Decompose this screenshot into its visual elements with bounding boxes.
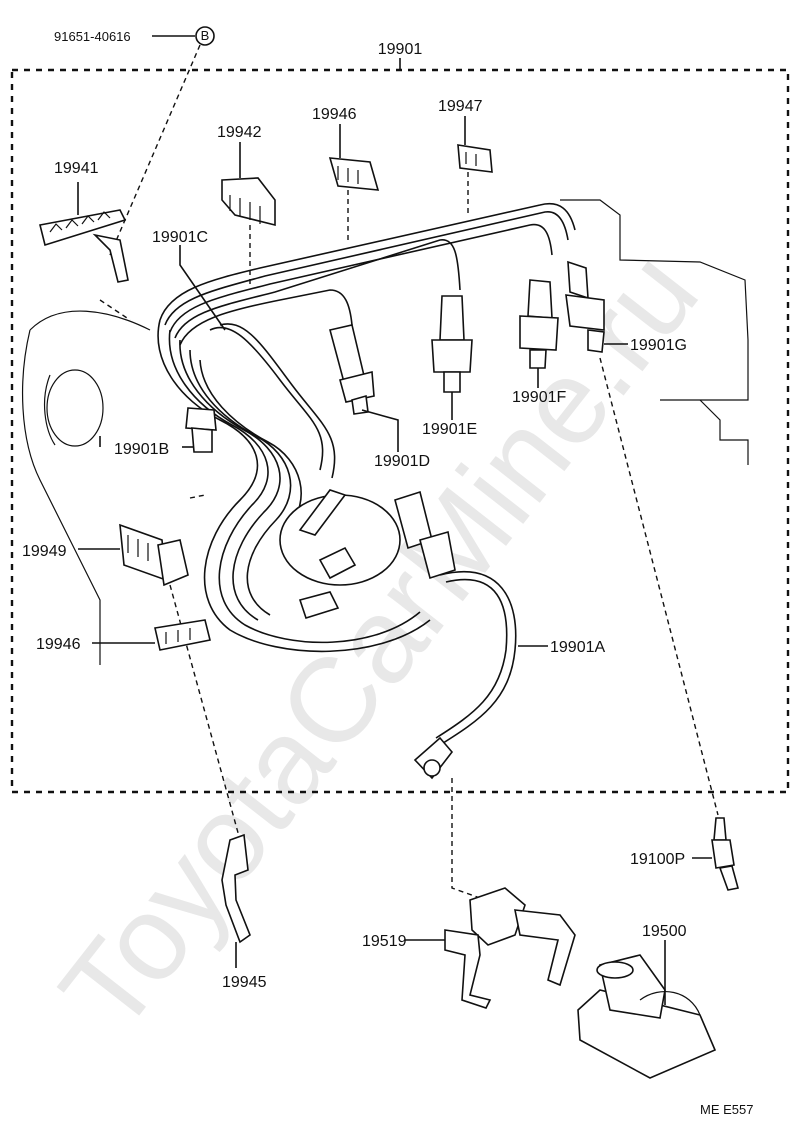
- label-19945: 19945: [222, 974, 267, 991]
- label-19901e: 19901E: [422, 421, 477, 438]
- clamp-19942: [221, 142, 276, 285]
- label-19901d: 19901D: [374, 453, 430, 470]
- watermark: ToyotaCarMine.ru: [35, 227, 724, 1056]
- plug-boot-19901d: [329, 324, 399, 452]
- plug-boot-19901e: [431, 295, 473, 420]
- label-19947: 19947: [438, 98, 483, 115]
- clamp-19946-top: [328, 124, 380, 240]
- label-19901b: 19901B: [114, 441, 169, 458]
- label-19901f: 19901F: [512, 389, 566, 406]
- clamp-19946-bottom: [92, 619, 211, 651]
- label-bolt-marker: B: [201, 28, 210, 43]
- label-19100p: 19100P: [630, 851, 685, 868]
- distributor-cap: [279, 489, 456, 619]
- label-19946-bottom: 19946: [36, 636, 81, 653]
- label-19941: 19941: [54, 160, 99, 177]
- label-19901g: 19901G: [630, 337, 687, 354]
- cord-19901a: [413, 571, 548, 780]
- assembly-frame: [10, 58, 790, 794]
- plug-boot-19901b: [182, 407, 217, 453]
- label-19519: 19519: [362, 933, 407, 950]
- clamp-19947: [457, 116, 493, 215]
- bracket-19519: [405, 778, 576, 1009]
- clamp-19941: [39, 182, 131, 321]
- label-19901a: 19901A: [550, 639, 605, 656]
- label-assembly: 19901: [378, 41, 423, 58]
- cord-harness: [157, 203, 576, 653]
- spark-plug-19100p: [692, 817, 739, 891]
- plug-boot-19901g: [565, 260, 719, 816]
- footer-code: ME E557: [700, 1102, 753, 1117]
- label-bolt: 91651-40616: [54, 29, 131, 44]
- bracket-19945: [221, 833, 251, 968]
- bolt-callout: [109, 26, 215, 256]
- plug-boot-19901f: [519, 279, 559, 388]
- label-19949: 19949: [22, 543, 67, 560]
- clamp-19949: [78, 494, 241, 841]
- label-19942: 19942: [217, 124, 262, 141]
- engine-block-outline: [21, 199, 749, 665]
- label-19500: 19500: [642, 923, 687, 940]
- cord-19901c-leader: [179, 245, 226, 331]
- ignition-coil-19500: [577, 940, 717, 1079]
- label-19946-top: 19946: [312, 106, 357, 123]
- label-19901c: 19901C: [152, 229, 208, 246]
